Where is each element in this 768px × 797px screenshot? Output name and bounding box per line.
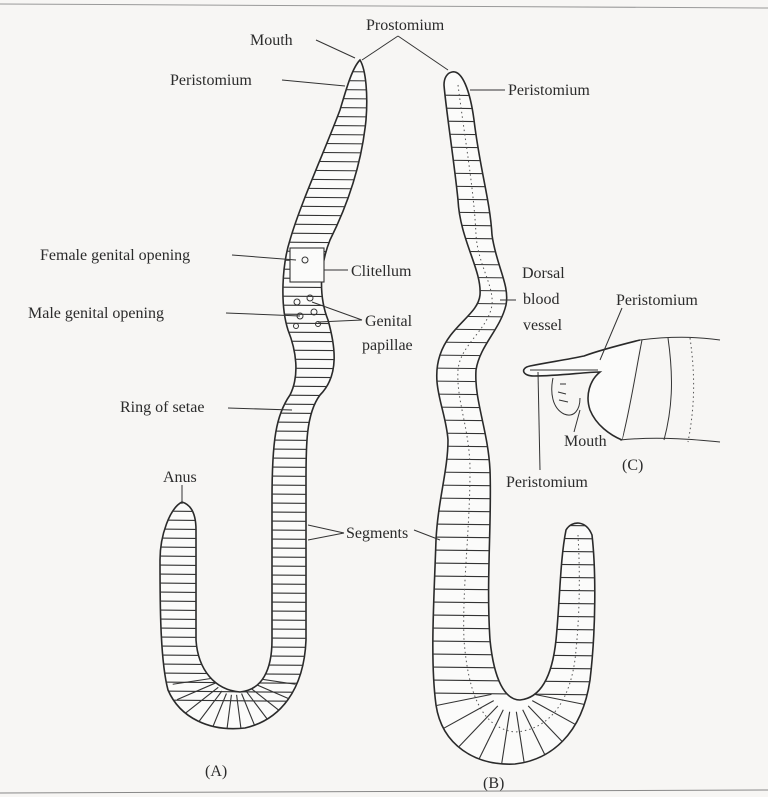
label-male-genital-opening: Male genital opening xyxy=(28,305,164,322)
worm-a-segment-ring xyxy=(150,340,380,342)
worm-a-segment-ring xyxy=(150,304,380,306)
label-female-genital-opening: Female genital opening xyxy=(40,247,190,264)
label-dorsal-2: blood xyxy=(523,291,559,308)
worm-a-segment-ring xyxy=(150,223,380,225)
label-dorsal-3: vessel xyxy=(523,317,563,334)
label-fig-c: (C) xyxy=(622,457,643,474)
label-anus: Anus xyxy=(163,469,197,486)
label-segments: Segments xyxy=(346,525,408,542)
worm-b-segment-ring xyxy=(425,186,610,188)
worm-b-segment-ring xyxy=(425,173,610,175)
label-mouth-a: Mouth xyxy=(250,32,293,49)
worm-a-segment-ring xyxy=(150,331,380,333)
label-genital-papillae-2: papillae xyxy=(362,337,413,354)
worm-a-segment-ring xyxy=(150,430,380,432)
worm-b-segment-ring xyxy=(425,251,610,253)
label-mouth-c: Mouth xyxy=(564,433,607,450)
worm-a-segment-ring xyxy=(150,349,380,351)
worm-a-segment-ring xyxy=(150,448,380,450)
worm-b-segment-ring xyxy=(425,290,610,292)
worm-b-segment-ring xyxy=(425,238,610,240)
worm-a-segment-ring xyxy=(150,385,380,387)
worm-a-segment-ring xyxy=(150,232,380,234)
worm-a-segment-ring xyxy=(150,394,380,396)
worm-a-segment-ring xyxy=(150,457,380,459)
label-peristomium-c-bottom: Peristomium xyxy=(506,474,588,491)
worm-a-segment-ring xyxy=(150,493,380,495)
label-dorsal-1: Dorsal xyxy=(522,265,565,282)
label-clitellum: Clitellum xyxy=(351,263,412,280)
worm-b-segment-ring xyxy=(425,329,610,331)
label-peristomium-b: Peristomium xyxy=(508,82,590,99)
label-peristomium-a: Peristomium xyxy=(170,72,252,89)
worm-b-segment-ring xyxy=(425,264,610,266)
worm-b xyxy=(425,72,610,769)
scan-bottom-edge xyxy=(0,790,768,793)
worm-a-segment-ring xyxy=(150,295,380,297)
worm-b-segment-ring xyxy=(425,316,610,318)
label-fig-a: (A) xyxy=(205,763,227,780)
worm-a-segment-ring xyxy=(150,358,380,360)
worm-b-segment-ring xyxy=(425,225,610,227)
worm-a-segment-ring xyxy=(150,466,380,468)
scan-top-edge xyxy=(0,4,768,8)
worm-a-segment-ring xyxy=(150,277,380,279)
leader-lines xyxy=(182,36,622,540)
worm-a-segment-ring xyxy=(150,367,380,369)
worm-a-segment-ring xyxy=(150,322,380,324)
worm-a-segment-ring xyxy=(150,376,380,378)
clitellum-band xyxy=(290,248,324,282)
label-fig-b: (B) xyxy=(483,775,504,792)
worm-a-segment-ring xyxy=(150,241,380,243)
head-detail-c xyxy=(524,337,720,442)
worm-a-segment-ring xyxy=(150,421,380,423)
worm-a-segment-ring xyxy=(150,214,380,216)
label-genital-papillae-1: Genital xyxy=(365,313,413,330)
label-peristomium-c-top: Peristomium xyxy=(616,292,698,309)
worm-b-body xyxy=(433,72,595,764)
worm-b-segment-ring xyxy=(425,199,610,201)
label-ring-of-setae: Ring of setae xyxy=(120,399,204,416)
label-prostomium: Prostomium xyxy=(366,17,445,34)
worm-b-segment-ring xyxy=(425,277,610,279)
worm-a-segment-ring xyxy=(150,286,380,288)
worm-a-segment-ring xyxy=(150,439,380,441)
worm-b-segment-ring xyxy=(425,303,610,305)
worm-b-segment-ring xyxy=(425,212,610,214)
